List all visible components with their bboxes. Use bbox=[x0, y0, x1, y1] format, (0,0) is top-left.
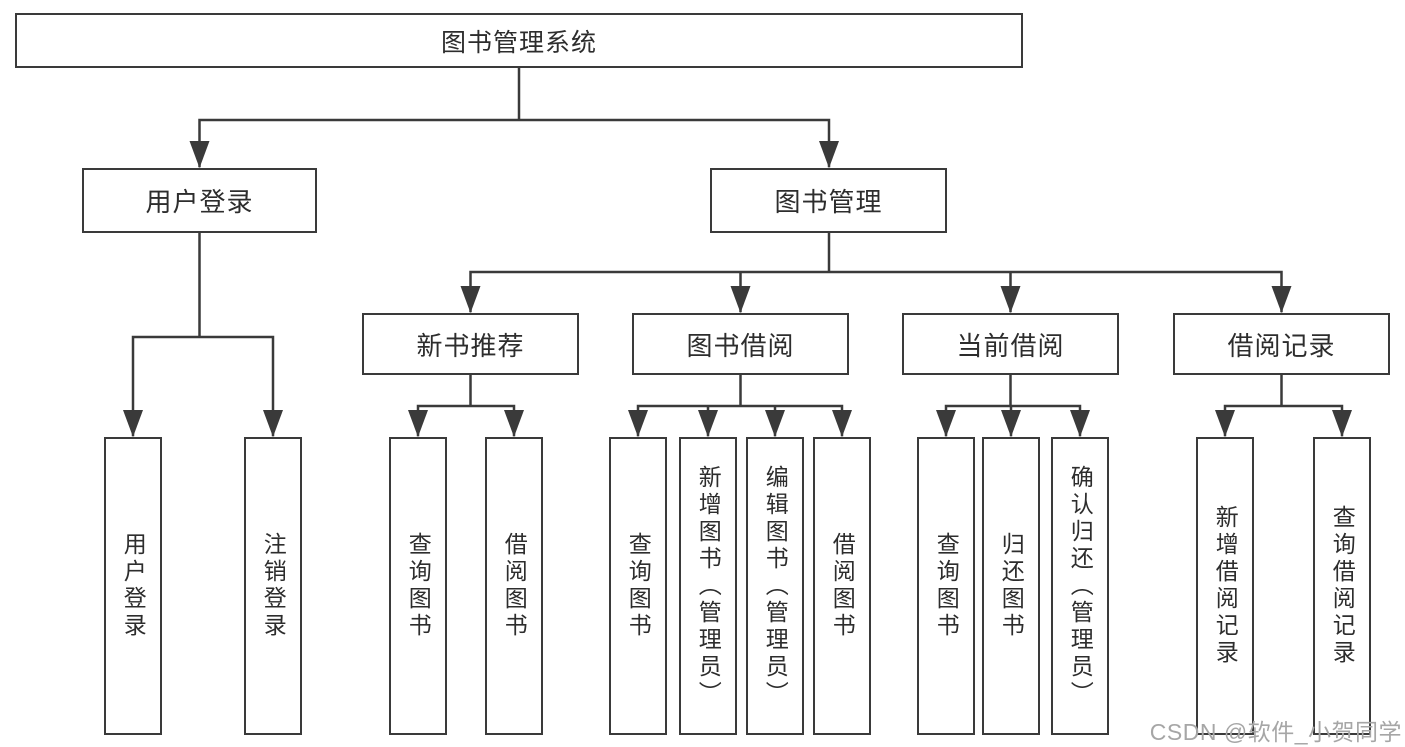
arrow-down-icon bbox=[504, 410, 524, 437]
arrow-down-icon bbox=[936, 410, 956, 437]
arrow-down-icon bbox=[189, 141, 210, 168]
node-leaf-br-add-record: 新增借阅记录 bbox=[1196, 437, 1254, 735]
connector-records-to-leaves bbox=[1223, 373, 1344, 437]
node-leaf-bb-query-books: 查询图书 bbox=[609, 437, 667, 735]
node-leaf-bb-edit-books-admin: 编辑图书（管理员） bbox=[746, 437, 804, 735]
arrow-down-icon bbox=[408, 410, 428, 437]
node-leaf-bb-borrow-books: 借阅图书 bbox=[813, 437, 871, 735]
arrow-down-icon bbox=[819, 141, 839, 168]
arrow-down-icon bbox=[832, 410, 852, 437]
node-leaf-user-login: 用户登录 bbox=[104, 437, 162, 735]
node-new-book-recommendation: 新书推荐 bbox=[362, 313, 579, 375]
node-book-management: 图书管理 bbox=[710, 168, 947, 233]
arrow-down-icon bbox=[1332, 410, 1352, 437]
node-current-borrowing: 当前借阅 bbox=[902, 313, 1119, 375]
arrow-down-icon bbox=[123, 410, 143, 437]
arrow-down-icon bbox=[628, 410, 648, 437]
node-user-login: 用户登录 bbox=[82, 168, 317, 233]
arrow-down-icon bbox=[1271, 286, 1292, 313]
node-borrowing-records: 借阅记录 bbox=[1173, 313, 1390, 375]
watermark: CSDN @软件_小贺同学 bbox=[1149, 719, 1402, 745]
arrowhead-icons bbox=[123, 141, 1352, 437]
arrow-down-icon bbox=[1215, 410, 1235, 437]
node-leaf-nb-query-books: 查询图书 bbox=[389, 437, 447, 735]
arrow-down-icon bbox=[460, 286, 481, 313]
node-leaf-cb-confirm-return-admin: 确认归还（管理员） bbox=[1051, 437, 1109, 735]
arrow-down-icon bbox=[1001, 410, 1021, 437]
arrow-down-icon bbox=[765, 410, 785, 437]
node-leaf-logout: 注销登录 bbox=[244, 437, 302, 735]
arrow-down-icon bbox=[730, 286, 751, 313]
node-book-borrowing: 图书借阅 bbox=[632, 313, 849, 375]
node-leaf-nb-borrow-books: 借阅图书 bbox=[485, 437, 543, 735]
node-leaf-cb-query-books: 查询图书 bbox=[917, 437, 975, 735]
connector-userlogin-to-leaves bbox=[131, 231, 275, 437]
connector-newbook-to-leaves bbox=[416, 373, 516, 437]
node-leaf-cb-return-books: 归还图书 bbox=[982, 437, 1040, 735]
arrow-down-icon bbox=[698, 410, 718, 437]
connector-bookmgmt-to-level3 bbox=[469, 231, 1283, 313]
node-leaf-br-query-record: 查询借阅记录 bbox=[1313, 437, 1371, 735]
arrow-down-icon bbox=[1070, 410, 1090, 437]
arrow-down-icon bbox=[263, 410, 283, 437]
connector-root-to-level2 bbox=[198, 66, 831, 168]
node-leaf-bb-add-books-admin: 新增图书（管理员） bbox=[679, 437, 737, 735]
node-root: 图书管理系统 bbox=[15, 13, 1023, 68]
connector-bookborrow-to-leaves bbox=[636, 373, 844, 437]
arrow-down-icon bbox=[1000, 286, 1021, 313]
